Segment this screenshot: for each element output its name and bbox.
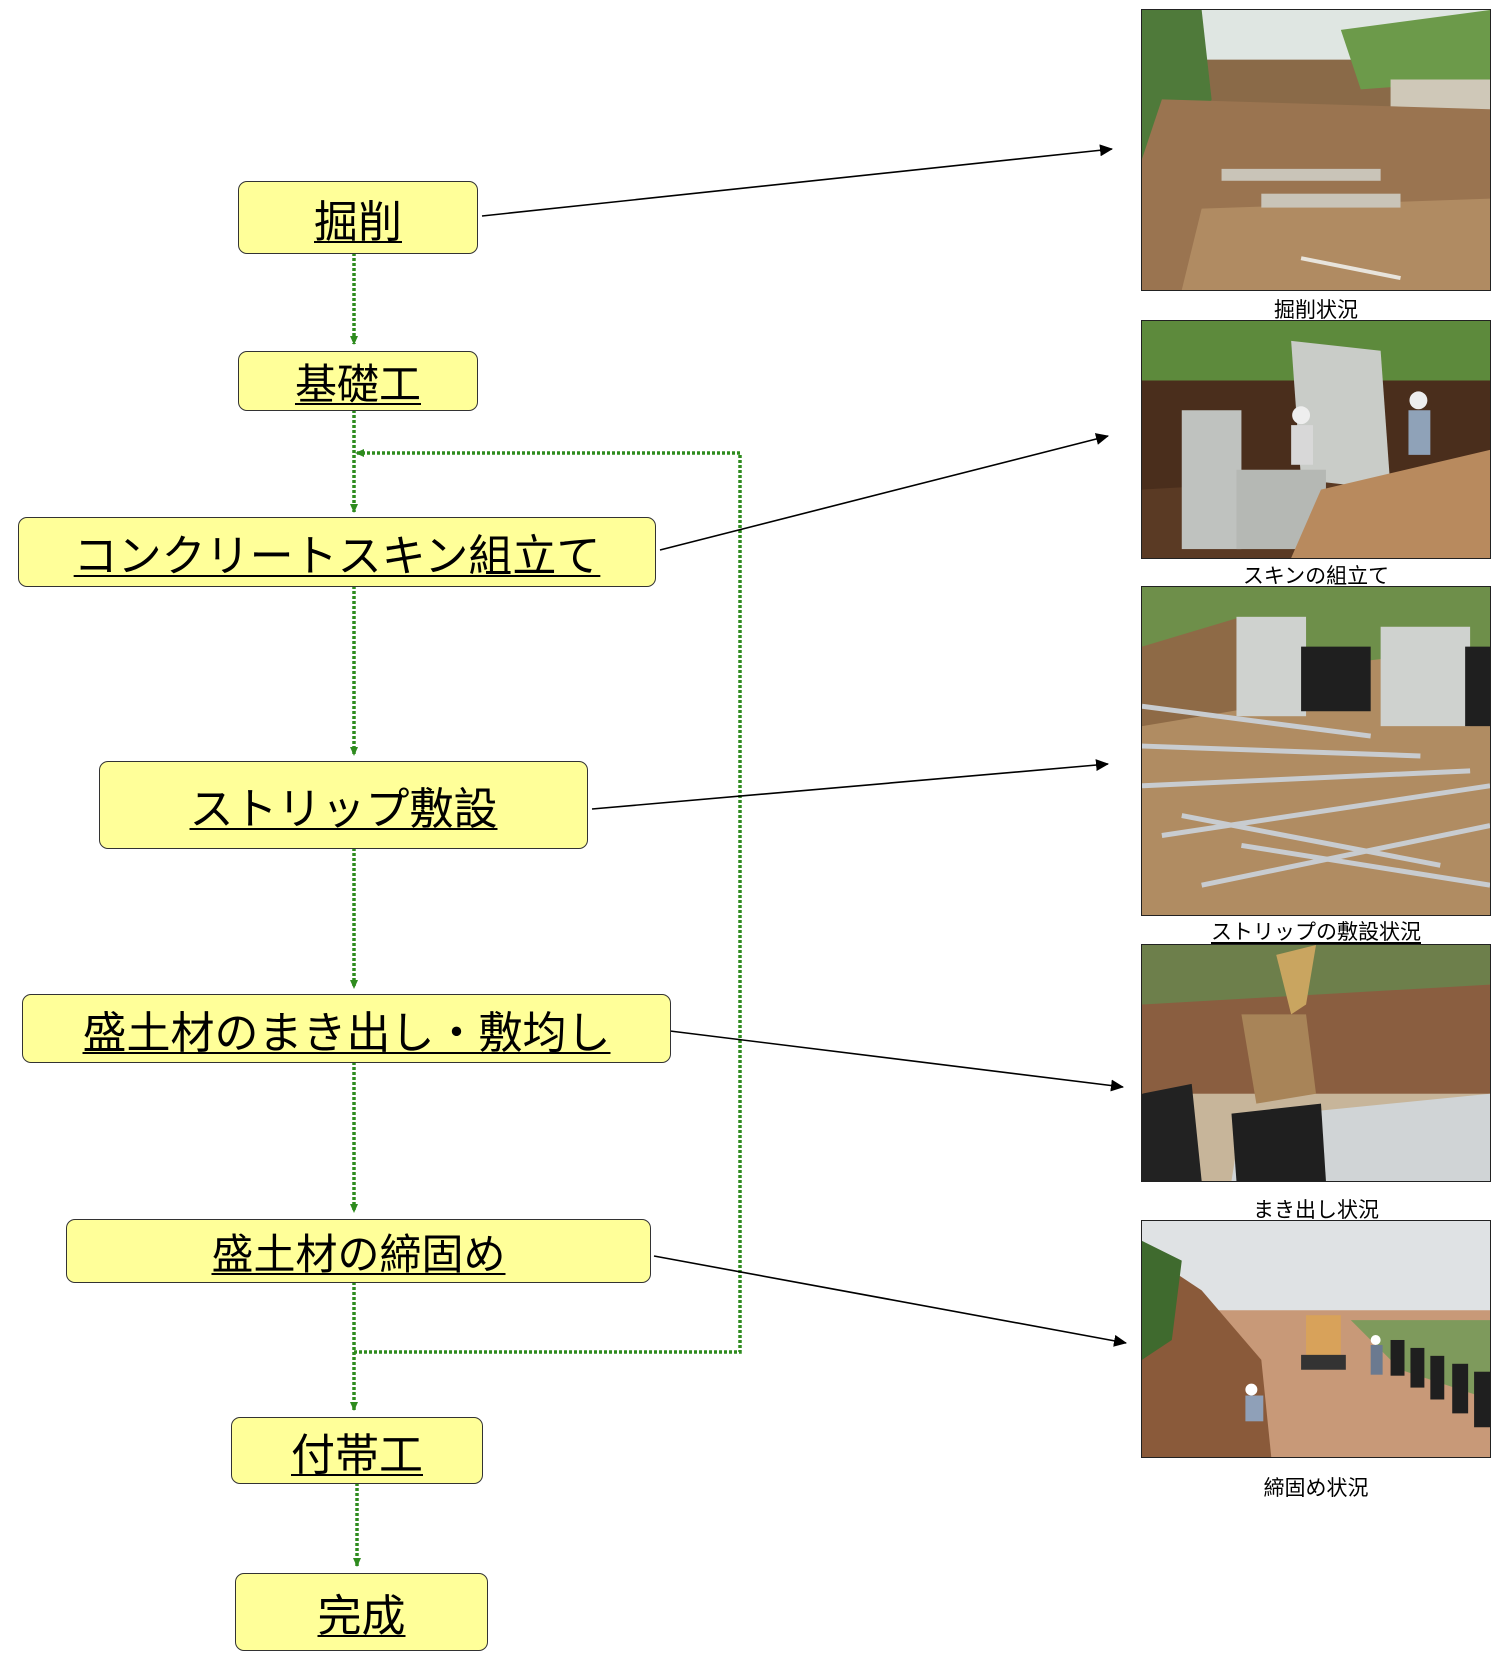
step-fill-spreading: 盛土材のまき出し・敷均し	[22, 994, 671, 1063]
caption-skin-assembly: スキンの組立て	[1242, 564, 1390, 588]
photo-fill-compaction	[1141, 1220, 1491, 1458]
step-strip-laying-label: ストリップ敷設	[189, 784, 498, 835]
step-fill-spreading-label: 盛土材のまき出し・敷均し	[82, 1007, 611, 1059]
step-completion-label: 完成	[317, 1591, 406, 1642]
pointer-arrow-strip-laying	[591, 759, 1109, 810]
photo-strip-laying	[1141, 586, 1491, 916]
caption-fill-compaction: 締固め状況	[1263, 1476, 1369, 1500]
step-skin-assembly-label: コンクリートスキン組立て	[73, 531, 601, 582]
caption-strip-laying: ストリップの敷設状況	[1211, 920, 1421, 944]
step-skin-assembly: コンクリートスキン組立て	[18, 517, 656, 587]
pointer-arrow-fill-compaction	[653, 1255, 1127, 1347]
caption-fill-spreading: まき出し状況	[1253, 1198, 1379, 1222]
step-excavation: 掘削	[238, 181, 478, 254]
step-fill-compaction-label: 盛土材の締固め	[211, 1229, 506, 1279]
step-foundation: 基礎工	[238, 351, 478, 411]
step-strip-laying: ストリップ敷設	[99, 761, 588, 849]
pointer-arrow-fill-spreading	[669, 1030, 1124, 1092]
step-foundation-label: 基礎工	[294, 359, 421, 409]
step-appurtenant-work: 付帯工	[231, 1417, 483, 1484]
step-completion: 完成	[235, 1573, 488, 1651]
step-fill-compaction: 盛土材の締固め	[66, 1219, 651, 1283]
photo-skin-assembly	[1141, 320, 1491, 559]
pointer-arrow-skin-assembly	[659, 433, 1109, 551]
photo-fill-spreading	[1141, 944, 1491, 1182]
photo-excavation	[1141, 9, 1491, 291]
step-excavation-label: 掘削	[314, 196, 402, 248]
repeat-loop-line	[354, 449, 742, 1354]
step-appurtenant-work-label: 付帯工	[291, 1429, 423, 1481]
caption-excavation: 掘削状況	[1274, 298, 1358, 322]
pointer-arrow-excavation	[481, 144, 1113, 217]
